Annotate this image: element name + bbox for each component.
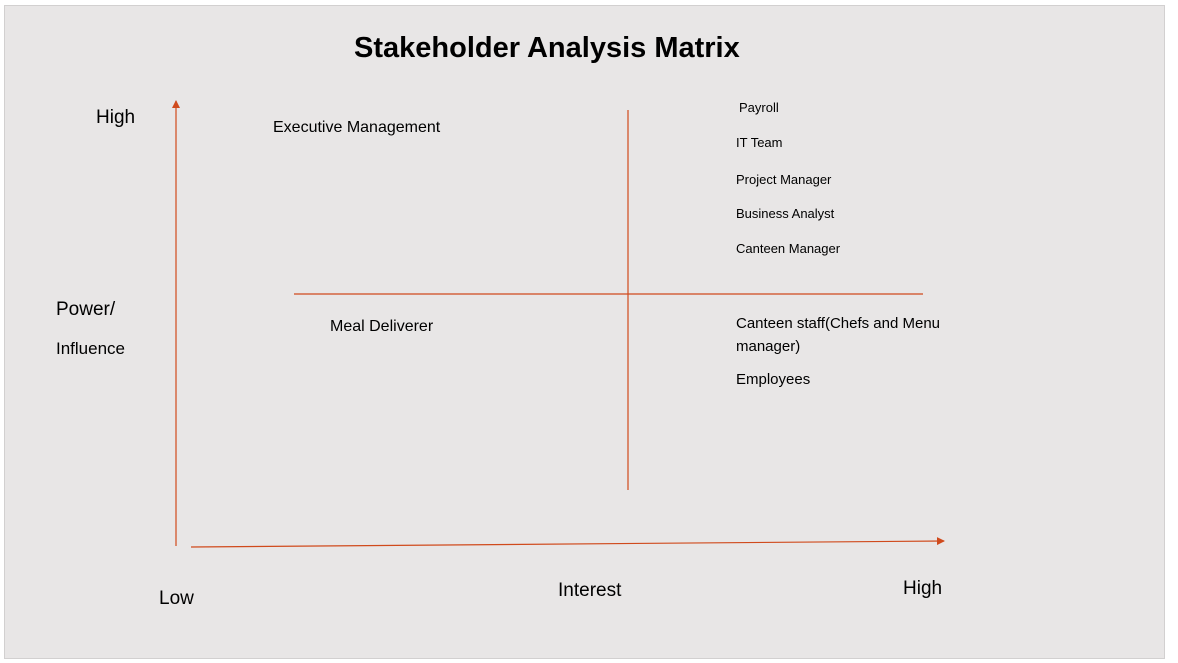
page-title: Stakeholder Analysis Matrix	[354, 32, 740, 64]
x-axis-high-label: High	[903, 578, 943, 599]
matrix-lines	[172, 100, 945, 548]
stakeholder-meal-deliverer: Meal Deliverer	[330, 318, 434, 335]
stakeholder-executive-management: Executive Management	[273, 119, 441, 136]
stakeholder-employees: Employees	[736, 371, 811, 388]
y-axis-title-power: Power/	[56, 299, 116, 320]
x-axis-title: Interest	[558, 580, 622, 601]
stakeholder-canteen-manager: Canteen Manager	[736, 241, 841, 256]
slide-canvas: Stakeholder Analysis Matrix High Power/ …	[4, 5, 1165, 659]
stakeholder-canteen-staff: Canteen staff(Chefs and Menu manager)	[736, 315, 941, 355]
y-axis-title-influence: Influence	[56, 339, 125, 358]
stakeholder-it-team: IT Team	[736, 135, 783, 150]
stakeholder-payroll: Payroll	[739, 100, 779, 115]
x-axis-low-label: Low	[159, 588, 194, 609]
y-axis-high-label: High	[96, 107, 136, 128]
stakeholder-project-manager: Project Manager	[736, 172, 832, 187]
stakeholder-business-analyst: Business Analyst	[736, 206, 835, 221]
x-axis-arrow	[190, 537, 945, 548]
